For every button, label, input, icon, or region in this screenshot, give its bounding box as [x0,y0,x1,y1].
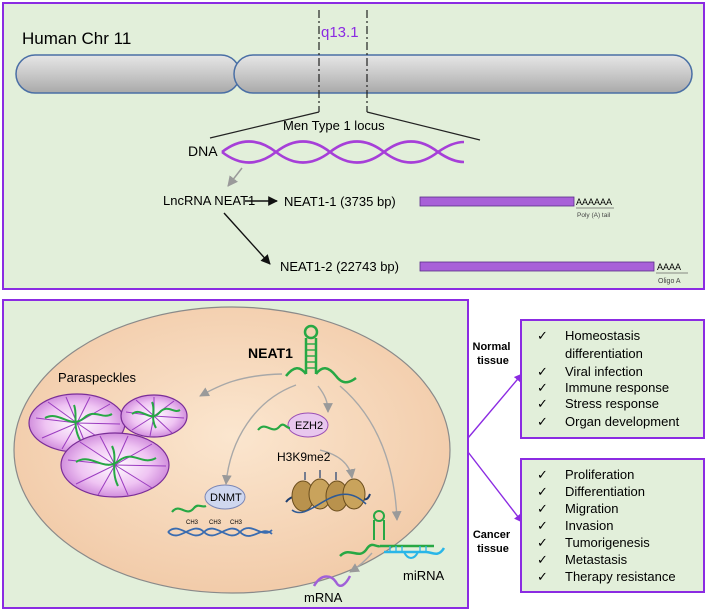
neat1-2-label: NEAT1-2 (22743 bp) [280,259,399,274]
cancer-tissue-label: Cancer tissue [473,529,513,555]
mrna-strand [312,575,352,587]
bottom-panel: NEAT1 Paraspeckles [2,299,469,609]
check-icon: ✓ [537,552,548,567]
check-icon: ✓ [537,535,548,550]
neat1-1-tail-caption: Poly (A) tail [577,212,611,219]
check-icon: ✓ [537,380,548,395]
h3k9-label: H3K9me2 [277,450,331,464]
ezh2-label: EZH2 [295,420,323,432]
normal-item: Stress response [565,396,659,411]
chromosome-label: Human Chr 11 [22,29,131,48]
neat1-1-tail: AAAAAA [576,197,612,207]
ezh2-protein [287,412,329,438]
dna-methylation-icon [167,527,273,537]
normal-item: Immune response [565,380,669,395]
neat1-1-label: NEAT1-1 (3735 bp) [284,194,396,209]
check-icon: ✓ [537,328,548,343]
check-icon: ✓ [537,364,548,379]
chromosome [15,54,693,94]
ch3-label: CH3 [230,520,243,526]
check-icon: ✓ [537,414,548,429]
mirna-label: miRNA [403,568,444,583]
ch3-label: CH3 [186,520,199,526]
cancer-item: Metastasis [565,552,628,567]
normal-item: Organ development [565,414,680,429]
ch3-label: CH3 [209,520,222,526]
paraspeckles-label: Paraspeckles [58,370,137,385]
nucleosome-icon [285,470,371,514]
mrna-label: mRNA [304,590,343,605]
top-panel: Human Chr 11 q13.1 Men Type 1 locus DNA … [2,2,705,290]
check-icon: ✓ [537,518,548,533]
neat1-2-bar [419,261,655,272]
check-icon: ✓ [537,569,548,584]
cell [13,306,451,594]
lncrna-label: LncRNA NEAT1 [163,193,255,208]
paraspeckle [60,432,170,498]
normal-item: differentiation [565,346,643,361]
check-icon: ✓ [537,484,548,499]
check-icon: ✓ [537,396,548,411]
dnmt-label: DNMT [210,492,242,504]
normal-item: Homeostasis [565,328,641,343]
normal-tissue-label: Normal tissue [473,341,514,367]
check-icon: ✓ [537,501,548,516]
locus-label: Men Type 1 locus [283,118,385,133]
neat1-2-tail: AAAA [657,262,681,272]
cancer-item: Therapy resistance [565,569,676,584]
normal-tissue-box: ✓ Homeostasis differentiation ✓ Viral in… [520,319,705,439]
paraspeckle [120,394,188,438]
cancer-item: Tumorigenesis [565,535,650,550]
cancer-tissue-box: ✓ Proliferation ✓ Differentiation ✓ Migr… [520,458,705,593]
dnmt-protein [204,484,246,510]
neat1-2-tail-caption: Oligo A [658,278,681,285]
check-icon: ✓ [537,467,548,482]
dna-helix [221,140,465,164]
cancer-item: Proliferation [565,467,634,482]
normal-item: Viral infection [565,364,643,379]
neat1-1-bar [419,196,575,207]
cancer-item: Differentiation [565,484,645,499]
cancer-item: Migration [565,501,618,516]
dna-label: DNA [188,143,218,159]
band-label: q13.1 [321,24,359,41]
cancer-item: Invasion [565,518,613,533]
neat1-title: NEAT1 [248,345,293,361]
mirna-complex [339,510,446,559]
